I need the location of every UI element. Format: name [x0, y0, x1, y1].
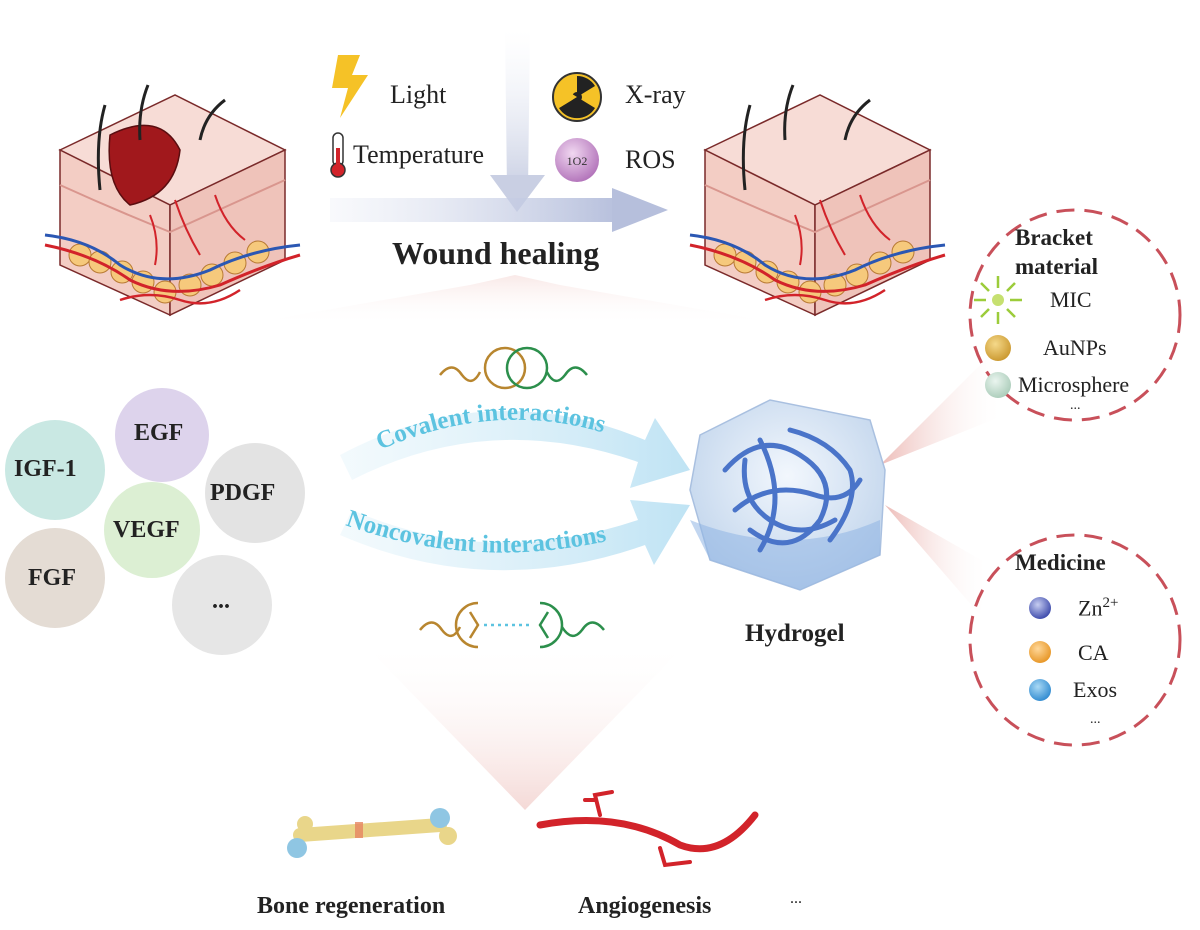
gf-circle-more	[172, 555, 272, 655]
gf-label-vegf: VEGF	[113, 517, 180, 543]
hydrogel-cube	[689, 399, 886, 591]
bracket-title-line2: material	[1015, 254, 1099, 279]
bracket-title-line1: Bracket	[1015, 225, 1093, 250]
gf-label-igf1: IGF-1	[14, 456, 77, 482]
singlet-oxygen-icon: 1O2	[555, 138, 599, 182]
medicine-title: Medicine	[1015, 550, 1106, 575]
bracket-fan	[880, 355, 1005, 465]
outcome-fan	[360, 640, 690, 810]
zn-symbol: Zn	[1078, 595, 1103, 621]
covalent-chain-icon	[439, 346, 588, 390]
lightning-icon	[332, 55, 368, 118]
gf-label-pdgf: PDGF	[210, 480, 276, 506]
medicine-circle	[968, 533, 1182, 747]
microsphere-icon	[985, 372, 1011, 398]
aunp-icon	[985, 335, 1011, 361]
gf-label-egf: EGF	[134, 420, 184, 446]
gf-circle-fgf	[5, 528, 105, 628]
healed-skin-block	[689, 84, 946, 317]
noncovalent-chain-icon	[419, 601, 605, 649]
gf-label-more: ...	[212, 588, 230, 614]
bracket-item-microsphere: Microsphere	[1018, 372, 1130, 397]
outcomes-ellipsis: ...	[790, 890, 802, 907]
mic-icon	[974, 276, 1022, 324]
medicine-ellipsis: ...	[1090, 712, 1101, 727]
thermometer-icon	[330, 132, 346, 178]
noncovalent-arc	[340, 500, 690, 571]
gf-circle-igf1	[5, 420, 105, 520]
wounded-skin-block	[44, 84, 301, 317]
wound-healing-title: Wound healing	[392, 235, 600, 271]
bone-regeneration-label: Bone regeneration	[257, 893, 446, 919]
zn-icon	[1029, 597, 1051, 619]
gf-circle-vegf	[104, 482, 200, 578]
light-label: Light	[390, 80, 447, 109]
medicine-item-ca: CA	[1078, 640, 1109, 665]
xray-label: X-ray	[625, 80, 686, 109]
stimulus-arrow	[490, 30, 545, 212]
radiation-icon	[552, 72, 602, 122]
healing-arrow	[330, 188, 668, 232]
covalent-arc	[340, 410, 690, 488]
growth-factor-cluster	[5, 388, 305, 655]
medicine-item-zn: Zn2+	[1078, 595, 1118, 621]
exos-icon	[1029, 679, 1051, 701]
gf-circle-pdgf	[205, 443, 305, 543]
medicine-item-exos: Exos	[1073, 677, 1117, 702]
bracket-material-circle	[968, 208, 1182, 422]
ros-label: ROS	[625, 145, 676, 174]
bone-icon	[287, 808, 457, 858]
title-fan	[240, 275, 790, 325]
bracket-item-mic: MIC	[1050, 287, 1092, 312]
hydrogel-label: Hydrogel	[745, 620, 845, 647]
bracket-item-aunps: AuNPs	[1043, 335, 1107, 360]
blood-vessel-icon	[536, 790, 759, 868]
temperature-label: Temperature	[353, 140, 484, 169]
svg-text:1O2: 1O2	[567, 154, 588, 168]
bracket-ellipsis: ...	[1070, 398, 1081, 413]
ca-icon	[1029, 641, 1051, 663]
gf-circle-egf	[115, 388, 209, 482]
angiogenesis-label: Angiogenesis	[578, 893, 712, 919]
zn-charge: 2+	[1102, 595, 1119, 611]
gf-label-fgf: FGF	[28, 565, 76, 591]
medicine-fan	[885, 505, 990, 615]
